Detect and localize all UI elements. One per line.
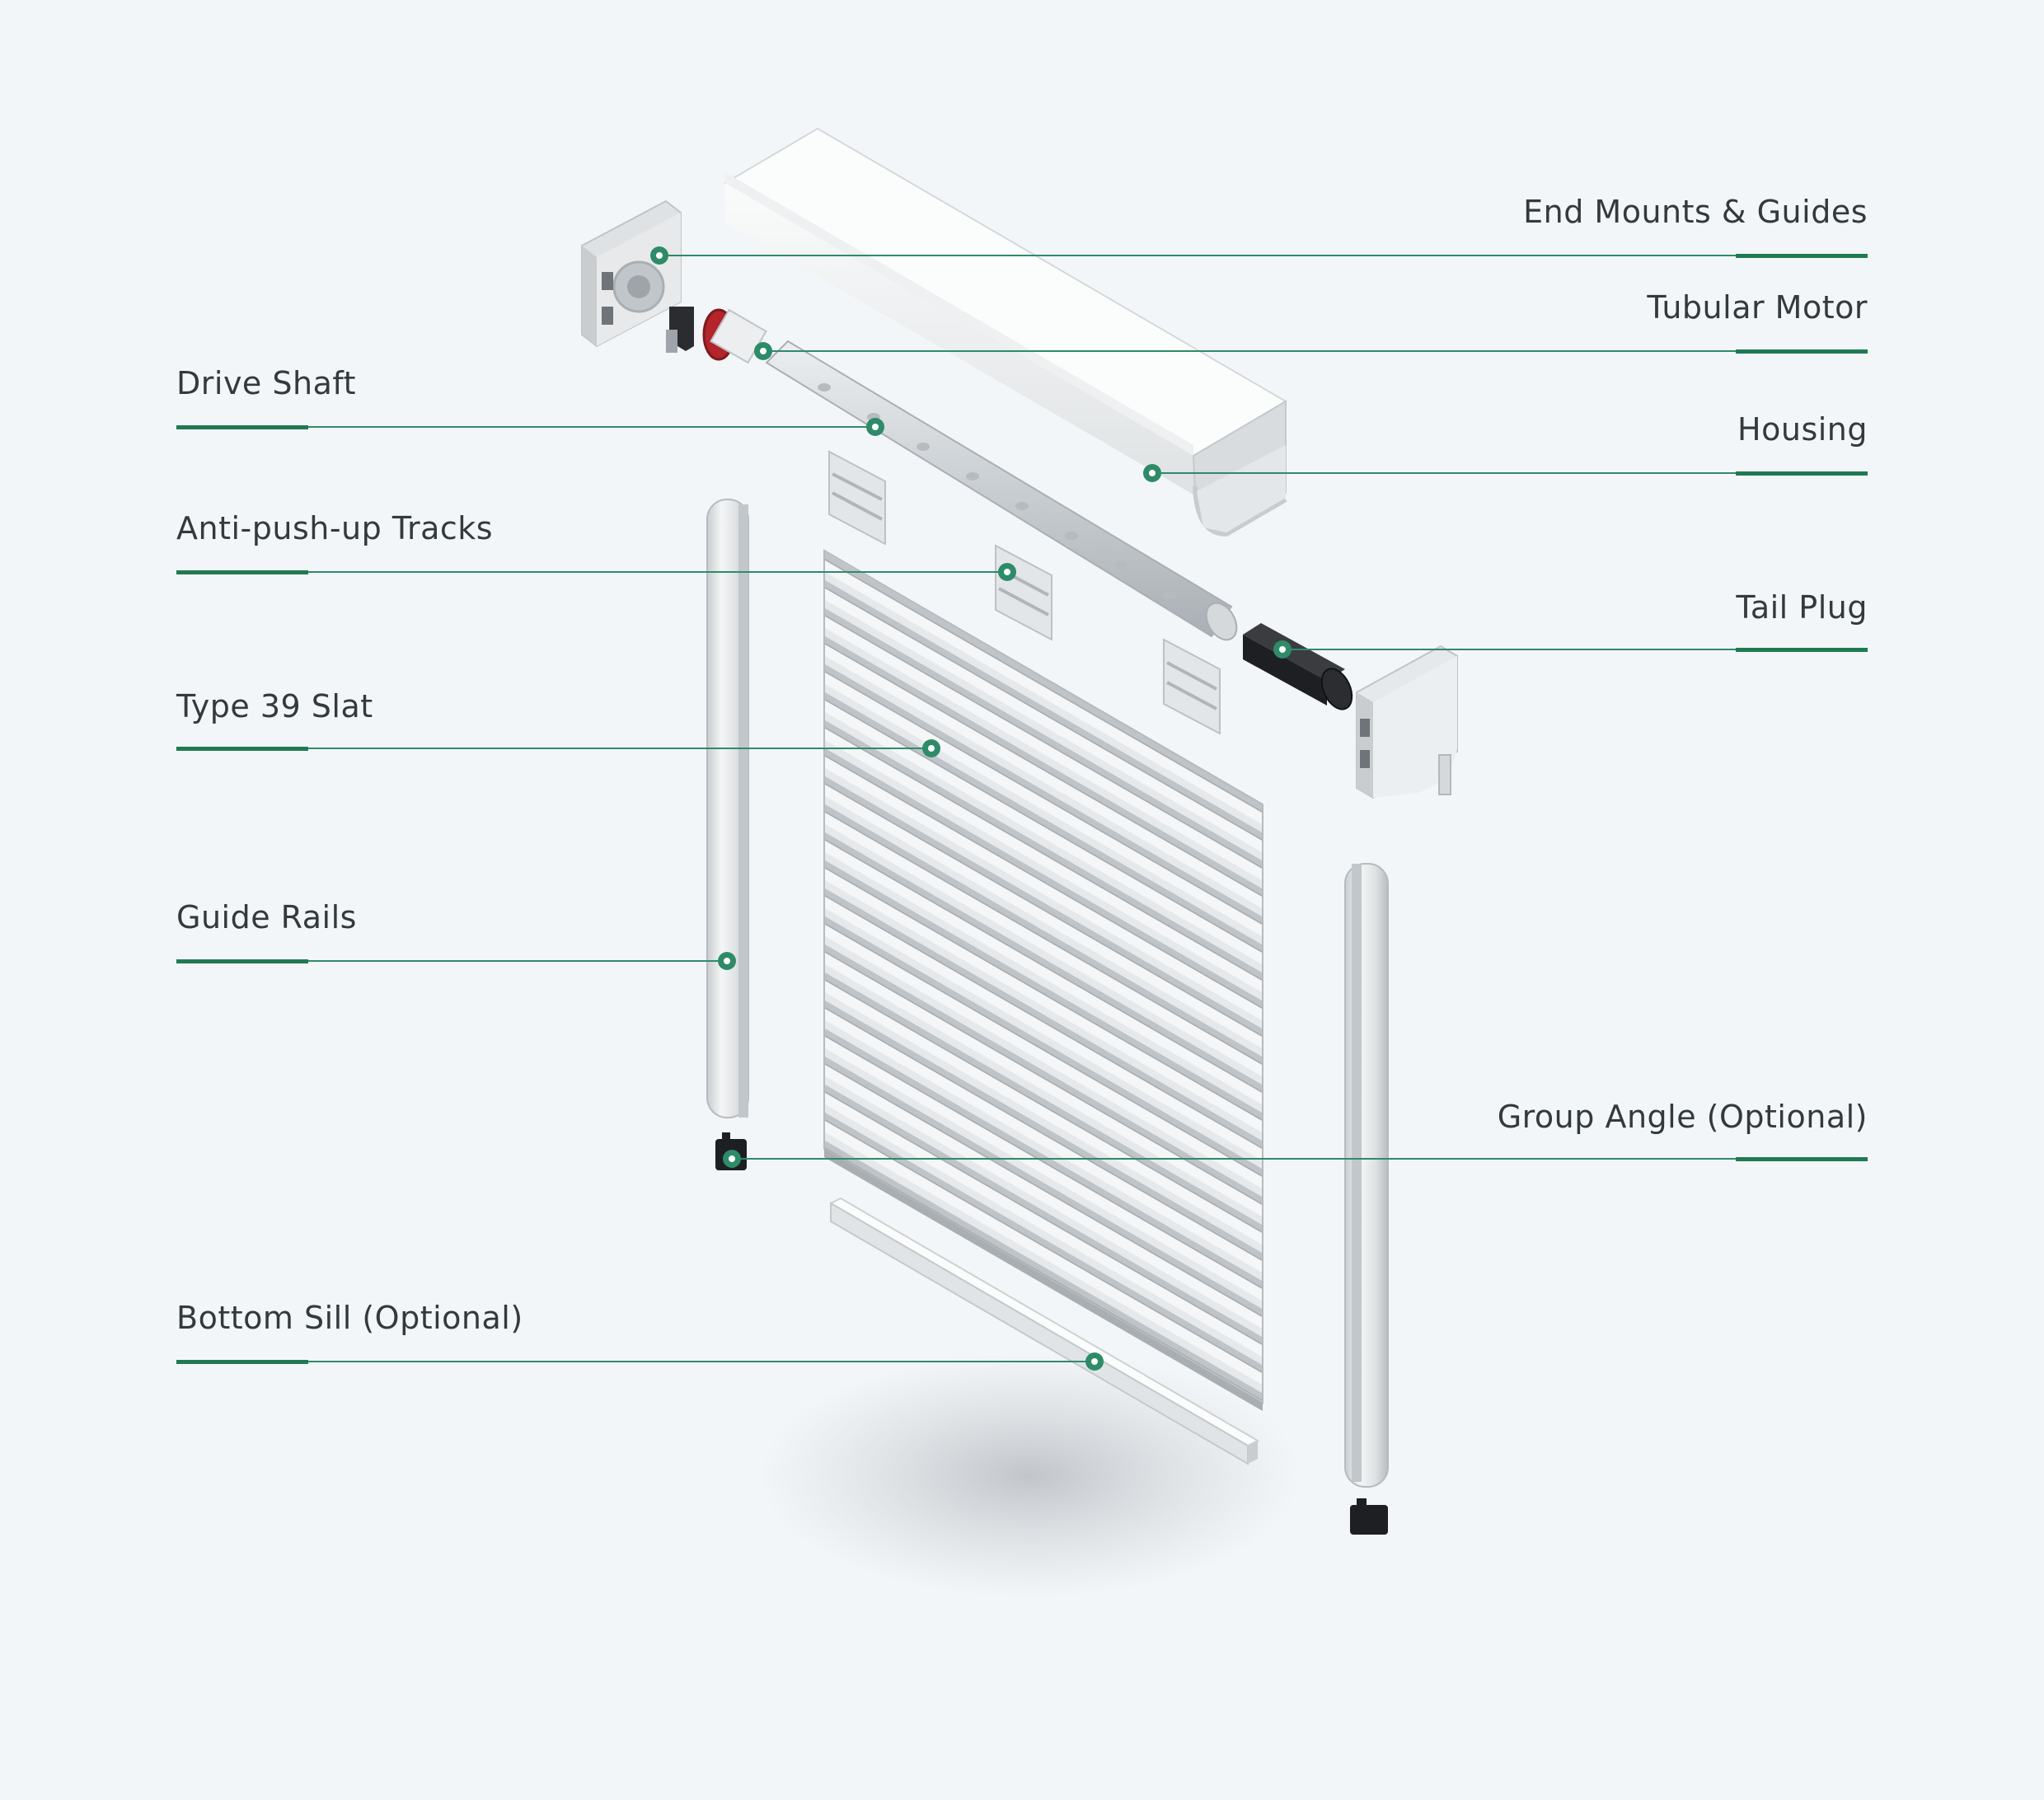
- label-group-angle: Group Angle (Optional): [1497, 1099, 1868, 1135]
- accent-bar-tail-plug: [1736, 648, 1868, 652]
- accent-bar-group-angle: [1736, 1157, 1868, 1161]
- marker-group-angle: [723, 1150, 741, 1168]
- accent-bar-housing: [1736, 471, 1868, 476]
- label-bottom-sill: Bottom Sill (Optional): [176, 1300, 523, 1336]
- accent-bar-drive-shaft: [176, 425, 308, 429]
- marker-anti-push-up: [998, 563, 1016, 581]
- guide-rail-left: [706, 499, 749, 1118]
- floor-shadow: [758, 1352, 1302, 1599]
- marker-drive-shaft: [866, 418, 884, 436]
- marker-guide-rails: [718, 952, 736, 970]
- leader-lines: [176, 255, 1868, 1362]
- accent-bar-type39-slat: [176, 747, 308, 751]
- label-housing: Housing: [1737, 411, 1868, 448]
- label-drive-shaft: Drive Shaft: [176, 365, 356, 401]
- drive-shaft: [765, 340, 1238, 641]
- marker-bottom-sill: [1085, 1352, 1104, 1371]
- type-39-slat-curtain: [823, 549, 1263, 1411]
- marker-tubular-motor: [754, 342, 772, 360]
- label-tubular-motor: Tubular Motor: [1647, 289, 1868, 326]
- marker-end-mounts: [650, 246, 668, 265]
- label-end-mounts: End Mounts & Guides: [1523, 194, 1868, 230]
- marker-type39-slat: [922, 739, 940, 757]
- marker-tail-plug: [1273, 640, 1292, 659]
- label-type39-slat: Type 39 Slat: [176, 688, 373, 724]
- accent-bar-bottom-sill: [176, 1360, 308, 1364]
- accent-bar-guide-rails: [176, 959, 308, 963]
- bottom-sill: [828, 1197, 1260, 1465]
- label-guide-rails: Guide Rails: [176, 899, 357, 935]
- label-tail-plug: Tail Plug: [1736, 589, 1868, 626]
- end-mount-right: [1356, 645, 1458, 799]
- housing: [724, 127, 1287, 537]
- tubular-motor: [702, 308, 767, 364]
- tail-plug: [1243, 623, 1353, 710]
- anti-push-up-track-1: [828, 450, 886, 546]
- accent-bar-anti-push-up: [176, 570, 308, 574]
- end-mount-left: [581, 199, 694, 353]
- marker-housing: [1143, 464, 1161, 482]
- anti-push-up-track-2: [995, 544, 1052, 641]
- group-angle-right: [1350, 1498, 1388, 1535]
- accent-bars: [176, 254, 1868, 1364]
- anti-push-up-track-3: [1163, 638, 1221, 735]
- guide-rail-right: [1344, 863, 1389, 1488]
- accent-bar-tubular-motor: [1736, 349, 1868, 354]
- accent-bar-end-mounts: [1736, 254, 1868, 258]
- label-anti-push-up: Anti-push-up Tracks: [176, 510, 494, 546]
- callout-markers: [650, 246, 1292, 1371]
